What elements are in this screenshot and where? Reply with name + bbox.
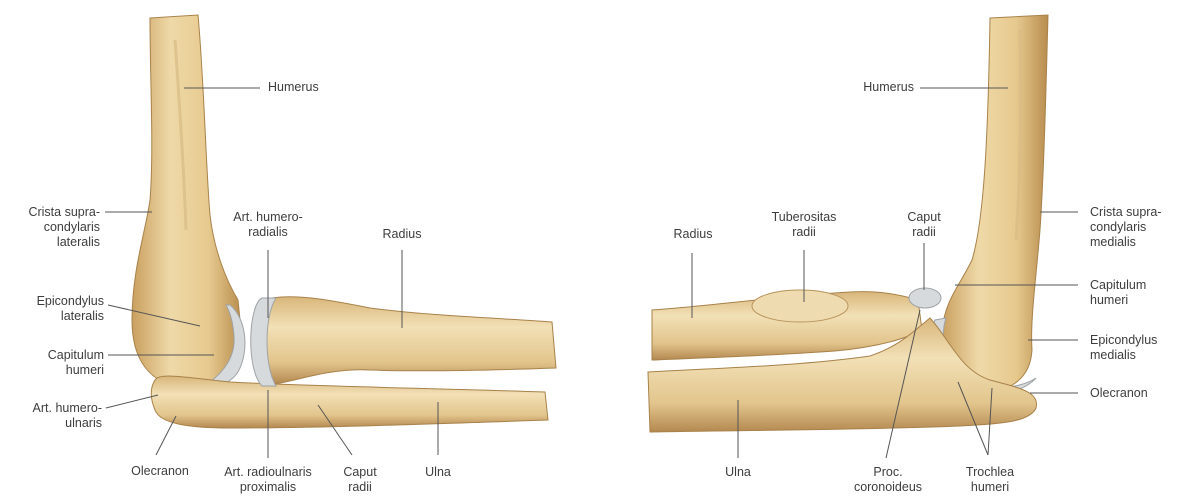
label-proc-coronoideus: Proc. coronoideus [838, 465, 938, 495]
left-ulna [151, 376, 548, 428]
label-line: coronoideus [838, 480, 938, 495]
label-capitulum-right: Capitulum humeri [1090, 278, 1146, 308]
left-humerus [132, 15, 242, 386]
label-line: lateralis [4, 309, 104, 324]
label-ulna-right: Ulna [708, 465, 768, 480]
label-line: radii [894, 225, 954, 240]
label-line: Caput [894, 210, 954, 225]
label-epicondylus-lateralis: Epicondylus lateralis [4, 294, 104, 324]
label-line: Trochlea [950, 465, 1030, 480]
label-line: Capitulum [4, 348, 104, 363]
right-tuberositas [752, 290, 848, 322]
label-line: Epicondylus [4, 294, 104, 309]
label-humerus-left: Humerus [268, 80, 319, 95]
label-line: lateralis [4, 235, 100, 250]
label-art-radioulnaris: Art. radioulnaris proximalis [208, 465, 328, 495]
label-line: Art. humero- [218, 210, 318, 225]
label-capitulum-left: Capitulum humeri [4, 348, 104, 378]
label-trochlea-humeri: Trochlea humeri [950, 465, 1030, 495]
label-line: Epicondylus [1090, 333, 1157, 348]
label-caput-radii-right: Caput radii [894, 210, 954, 240]
label-line: ulnaris [4, 416, 102, 431]
label-line: Crista supra- [1090, 205, 1162, 220]
label-line: radii [330, 480, 390, 495]
label-crista-medialis: Crista supra- condylaris medialis [1090, 205, 1162, 250]
label-olecranon-right: Olecranon [1090, 386, 1148, 401]
label-line: proximalis [208, 480, 328, 495]
label-line: Art. humero- [4, 401, 102, 416]
label-line: Tuberositas [754, 210, 854, 225]
label-line: humeri [1090, 293, 1146, 308]
label-line: medialis [1090, 348, 1157, 363]
label-line: humeri [950, 480, 1030, 495]
label-olecranon-left: Olecranon [110, 464, 210, 479]
label-line: radialis [218, 225, 318, 240]
label-epicondylus-medialis: Epicondylus medialis [1090, 333, 1157, 363]
label-line: Caput [330, 465, 390, 480]
label-line: condylaris [4, 220, 100, 235]
label-line: medialis [1090, 235, 1162, 250]
label-line: Proc. [838, 465, 938, 480]
label-line: radii [754, 225, 854, 240]
label-line: humeri [4, 363, 104, 378]
left-radius [258, 297, 556, 384]
label-line: condylaris [1090, 220, 1162, 235]
right-radial-head [909, 288, 941, 308]
label-radius-right: Radius [660, 227, 726, 242]
label-line: Art. radioulnaris [208, 465, 328, 480]
label-radius-left: Radius [362, 227, 442, 242]
label-tuberositas-radii: Tuberositas radii [754, 210, 854, 240]
label-crista-lateralis: Crista supra- condylaris lateralis [4, 205, 100, 250]
label-art-humeroulnaris: Art. humero- ulnaris [4, 401, 102, 431]
label-caput-radii-left: Caput radii [330, 465, 390, 495]
label-ulna-left: Ulna [408, 465, 468, 480]
label-line: Crista supra- [4, 205, 100, 220]
label-line: Capitulum [1090, 278, 1146, 293]
left-elbow-bones [132, 15, 556, 428]
right-humerus [942, 15, 1048, 391]
label-art-humeroradialis: Art. humero- radialis [218, 210, 318, 240]
label-humerus-right: Humerus [820, 80, 914, 95]
